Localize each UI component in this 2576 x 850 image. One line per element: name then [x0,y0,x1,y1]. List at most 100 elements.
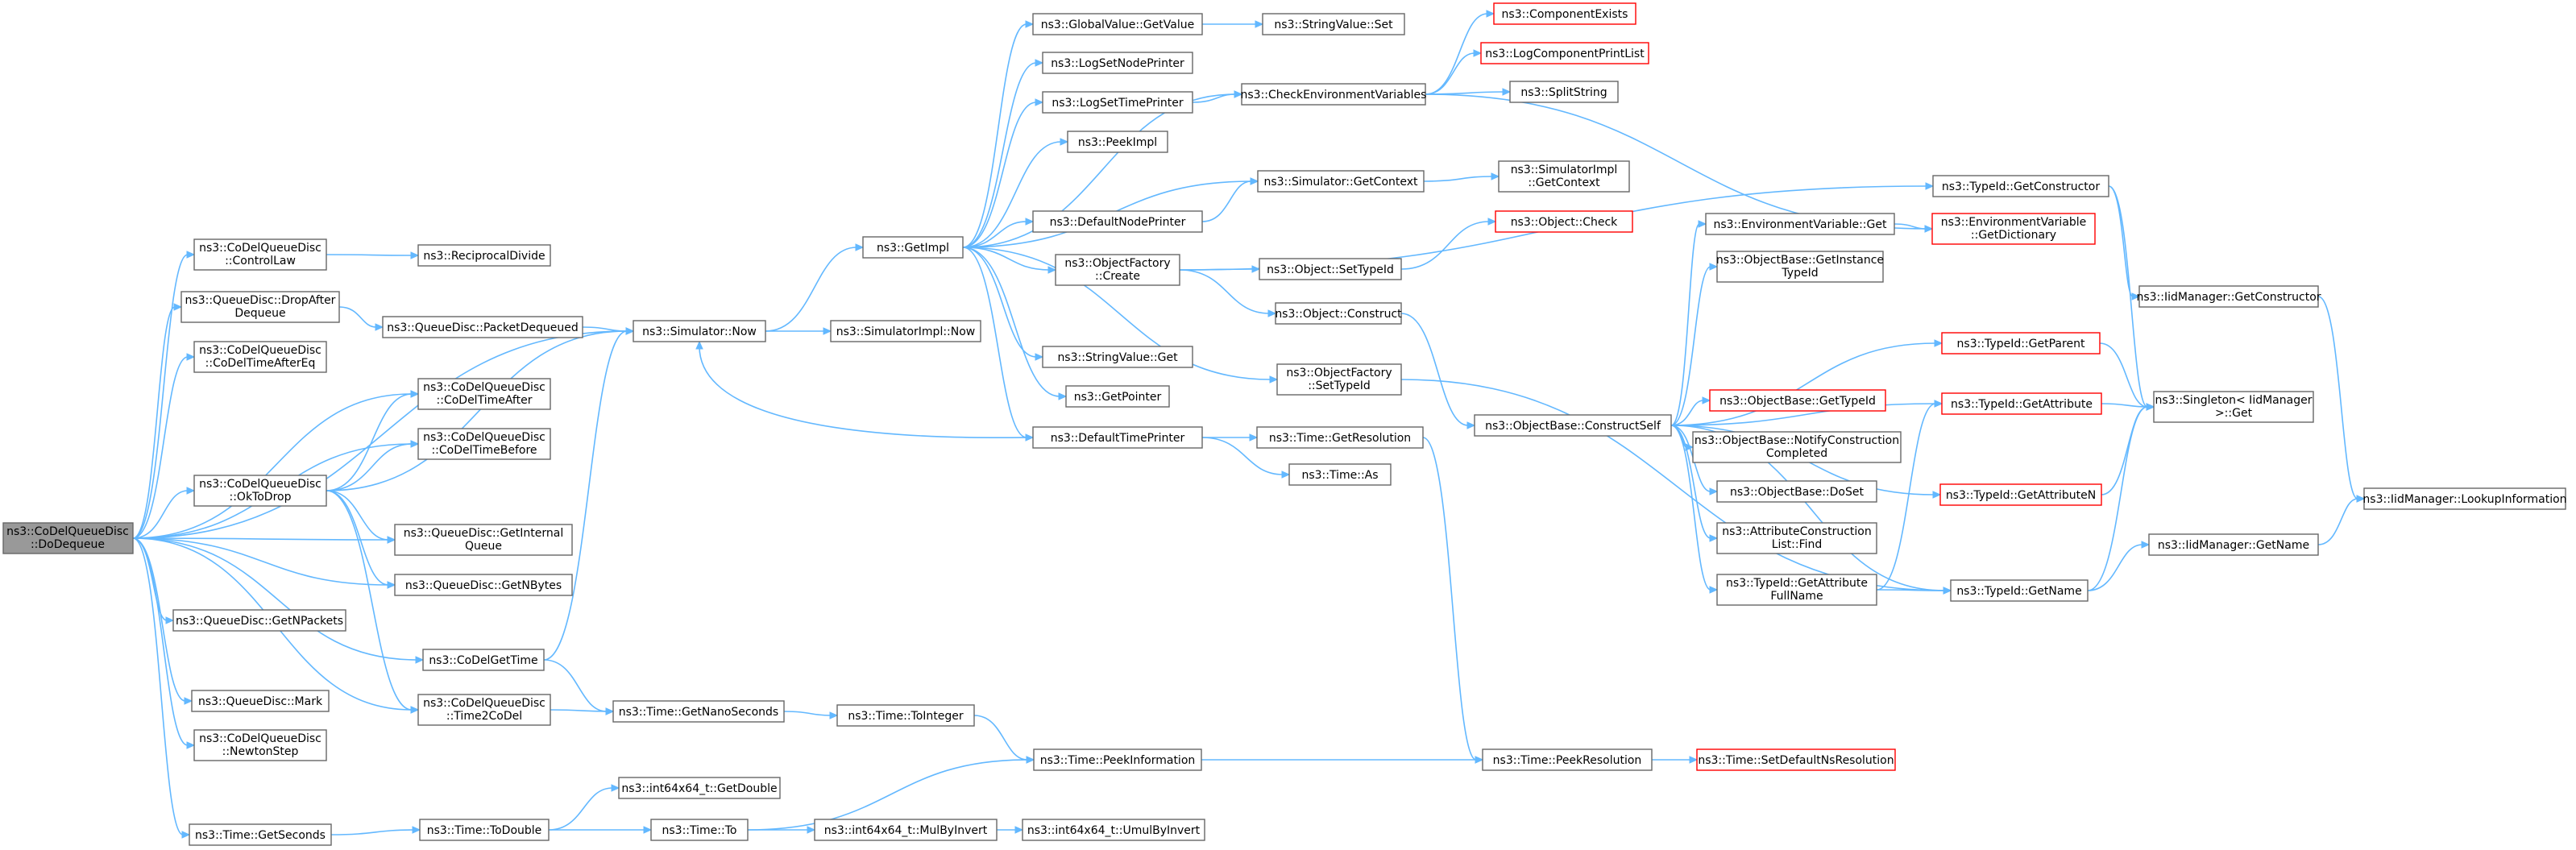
node-constructself[interactable]: ns3::ObjectBase::ConstructSelf [1474,414,1672,437]
node-label: ns3::TypeId::GetParent [1957,338,2085,350]
node-objectfactorysettypeid[interactable]: ns3::ObjectFactory::SetTypeId [1276,363,1402,396]
node-logcomponentprintlist[interactable]: ns3::LogComponentPrintList [1480,42,1649,64]
node-box [1692,431,1902,463]
node-simnow[interactable]: ns3::Simulator::Now [633,320,766,342]
node-todouble[interactable]: ns3::Time::ToDouble [419,819,550,841]
node-simimplgetcontext[interactable]: ns3::SimulatorImpl::GetContext [1498,160,1630,193]
node-objectconstruct[interactable]: ns3::Object::Construct [1275,302,1402,325]
node-notifyconstruction[interactable]: ns3::ObjectBase::NotifyConstructionCompl… [1692,431,1902,463]
edge-arrowhead [1466,421,1476,429]
node-doset[interactable]: ns3::ObjectBase::DoSet [1716,480,1877,503]
node-mulbyinvert[interactable]: ns3::int64x64_t::MulByInvert [814,819,998,841]
node-getnpackets[interactable]: ns3::QueueDisc::GetNPackets [172,609,346,632]
node-iidgetname[interactable]: ns3::IidManager::GetName [2148,533,2319,556]
edge-root-dropafter [132,306,176,539]
node-label: ns3::int64x64_t::GetDouble [621,782,777,795]
node-globalvalueget[interactable]: ns3::GlobalValue::GetValue [1032,13,1203,35]
node-objectbasegettypeid[interactable]: ns3::ObjectBase::GetTypeId [1709,389,1886,412]
node-objectsettypeid[interactable]: ns3::Object::SetTypeId [1259,258,1402,280]
node-splitstring[interactable]: ns3::SplitString [1509,81,1619,103]
node-box [1032,210,1203,233]
node-codeltimeafter[interactable]: ns3::CoDelQueueDisc::CoDelTimeAfter [417,378,551,410]
node-envvargetdictionary[interactable]: ns3::EnvironmentVariable::GetDictionary [1931,213,2096,245]
node-defaultnodeprinter[interactable]: ns3::DefaultNodePrinter [1032,210,1203,233]
node-timeas[interactable]: ns3::Time::As [1288,463,1392,486]
edge-arrowhead [1486,10,1495,18]
node-getseconds[interactable]: ns3::Time::GetSeconds [189,823,332,846]
node-peekimpl[interactable]: ns3::PeekImpl [1067,131,1168,153]
node-getdouble[interactable]: ns3::int64x64_t::GetDouble [618,777,781,799]
node-label: ns3::Time::GetNanoSeconds [619,706,778,719]
node-logsettimeprinter[interactable]: ns3::LogSetTimePrinter [1042,91,1193,114]
node-codeltimebefore[interactable]: ns3::CoDelQueueDisc::CoDelTimeBefore [417,428,551,460]
node-checkenv[interactable]: ns3::CheckEnvironmentVariables [1241,83,1427,106]
node-iidgetconstructor[interactable]: ns3::IidManager::GetConstructor [2136,285,2321,308]
node-defaulttimeprinter[interactable]: ns3::DefaultTimePrinter [1032,426,1203,449]
node-mark[interactable]: ns3::QueueDisc::Mark [191,690,330,712]
node-box [1493,2,1636,25]
node-box [1288,463,1392,486]
node-packetdequeued[interactable]: ns3::QueueDisc::PacketDequeued [382,316,583,338]
node-peekinformation[interactable]: ns3::Time::PeekInformation [1033,748,1202,771]
edge-arrowhead [1014,826,1024,834]
edge-tointeger-peekinformation [973,715,1028,761]
node-typeidgetparent[interactable]: ns3::TypeId::GetParent [1941,332,2101,355]
node-reciprocaldivide[interactable]: ns3::ReciprocalDivide [417,244,551,267]
node-label: ns3::CoDelQueueDisc [423,697,545,710]
node-singletonget[interactable]: ns3::Singleton< IidManager>::Get [2153,391,2314,423]
node-setdefaultnsresolution[interactable]: ns3::Time::SetDefaultNsResolution [1696,748,1896,771]
node-box [1939,483,2102,506]
node-objectfactorycreate[interactable]: ns3::ObjectFactory::Create [1055,254,1180,286]
node-box [1716,522,1877,554]
node-box [1509,81,1619,103]
node-box [1033,748,1202,771]
node-peekresolution[interactable]: ns3::Time::PeekResolution [1482,748,1653,771]
node-box [1055,254,1180,286]
edge-root-oktodrop [132,490,189,539]
node-label: ns3::IidManager::LookupInformation [2362,493,2566,506]
edge-getnanoseconds-tointeger [783,711,832,716]
node-codelgettime[interactable]: ns3::CoDelGetTime [422,649,545,671]
node-getresolution[interactable]: ns3::Time::GetResolution [1256,426,1424,449]
node-umulbyinvert[interactable]: ns3::int64x64_t::UmulByInvert [1022,819,1205,841]
node-label: ::OkToDrop [230,491,292,504]
node-componentexists[interactable]: ns3::ComponentExists [1493,2,1636,25]
edge-getimpl-objectfactorysettypeid [962,247,1271,380]
node-typeidgetname[interactable]: ns3::TypeId::GetName [1950,579,2089,602]
node-typeidgetattributen[interactable]: ns3::TypeId::GetAttributeN [1939,483,2102,506]
node-getimpl[interactable]: ns3::GetImpl [862,236,964,259]
edge-arrowhead [1491,172,1500,180]
node-simimplnow[interactable]: ns3::SimulatorImpl::Now [830,320,981,342]
node-lookupinformation[interactable]: ns3::IidManager::LookupInformation [2362,487,2567,510]
node-typeidgetconstructor[interactable]: ns3::TypeId::GetConstructor [1932,175,2109,197]
edge-arrowhead [1925,182,1935,190]
node-envvarget[interactable]: ns3::EnvironmentVariable::Get [1705,213,1895,235]
edge-arrowhead [1281,471,1291,479]
edge-time2codel-getnanoseconds [550,709,608,712]
node-getpointer[interactable]: ns3::GetPointer [1065,385,1170,408]
node-label: ns3::Simulator::Now [642,325,757,338]
node-simgetcontext[interactable]: ns3::Simulator::GetContext [1257,170,1425,193]
node-typeidgetattribute[interactable]: ns3::TypeId::GetAttribute [1941,392,2102,415]
node-getnanoseconds[interactable]: ns3::Time::GetNanoSeconds [612,700,785,723]
node-logsetnodeprinter[interactable]: ns3::LogSetNodePrinter [1042,52,1193,74]
node-oktodrop[interactable]: ns3::CoDelQueueDisc::OkToDrop [193,475,327,507]
edge-arrowhead [186,741,196,749]
node-codeltimeaftereq[interactable]: ns3::CoDelQueueDisc::CoDelTimeAfterEq [193,341,327,373]
node-newtonstep[interactable]: ns3::CoDelQueueDisc::NewtonStep [193,729,327,761]
node-tointeger[interactable]: ns3::Time::ToInteger [836,704,975,727]
node-getnbytes[interactable]: ns3::QueueDisc::GetNBytes [394,574,573,596]
node-box [1716,574,1877,606]
node-controllaw[interactable]: ns3::CoDelQueueDisc::ControlLaw [193,238,327,271]
node-time2codel[interactable]: ns3::CoDelQueueDisc::Time2CoDel [417,694,551,726]
node-timeto[interactable]: ns3::Time::To [650,819,749,841]
node-stringvalueset[interactable]: ns3::StringValue::Set [1262,13,1405,35]
node-objectcheck[interactable]: ns3::Object::Check [1495,210,1633,233]
node-stringvalueget[interactable]: ns3::StringValue::Get [1042,346,1193,368]
edge-oktodrop-codeltimebefore [326,443,413,491]
